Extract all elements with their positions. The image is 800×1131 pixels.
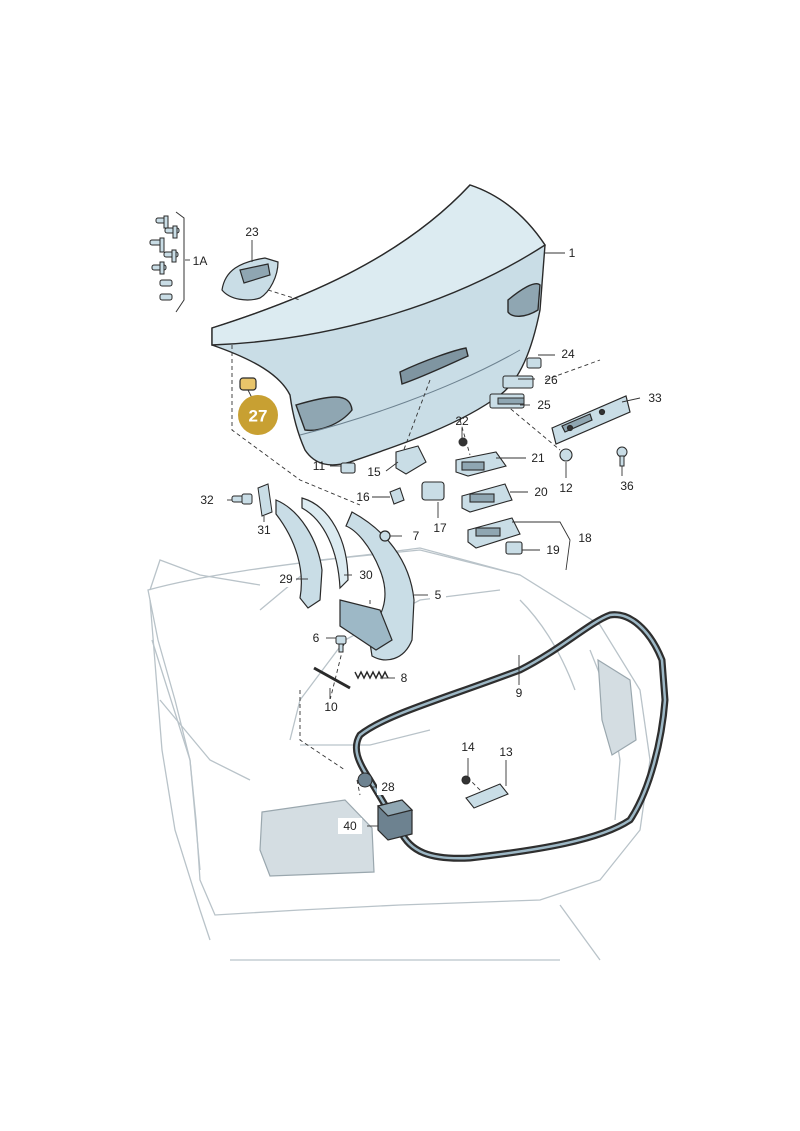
bolt-6 xyxy=(335,635,347,653)
label-part-16: 16 xyxy=(356,490,370,504)
label-part-28: 28 xyxy=(381,780,395,794)
tail-light-left xyxy=(259,799,375,877)
label-part-1a: 1A xyxy=(193,254,208,268)
bracket-31 xyxy=(257,483,273,517)
label-part-14: 14 xyxy=(461,740,475,754)
label-part-17: 17 xyxy=(433,521,447,535)
control-unit xyxy=(376,799,414,841)
label-part-15: 15 xyxy=(367,465,381,479)
label-part-1: 1 xyxy=(569,246,576,260)
label-part-12: 12 xyxy=(559,481,573,495)
label-part-22: 22 xyxy=(455,414,469,428)
lock-parts xyxy=(340,445,445,505)
label-box-9 xyxy=(511,685,527,701)
clip-27 xyxy=(239,377,257,391)
label-part-6: 6 xyxy=(313,631,320,645)
label-box-8 xyxy=(396,670,412,686)
bolt-set xyxy=(149,215,180,301)
label-part-30: 30 xyxy=(359,568,373,582)
label-part-36: 36 xyxy=(620,479,634,493)
label-box-40 xyxy=(338,818,362,834)
gas-strut xyxy=(313,666,351,690)
hinges xyxy=(275,497,415,661)
bracket-1a xyxy=(175,211,185,313)
label-box-6 xyxy=(310,630,326,646)
label-part-11: 11 xyxy=(313,459,326,473)
latch xyxy=(461,775,509,809)
label-part-9: 9 xyxy=(516,686,523,700)
buffer-28 xyxy=(357,772,373,788)
license-lamps xyxy=(455,451,523,555)
license-plate-bracket xyxy=(551,395,631,445)
label-part-21: 21 xyxy=(531,451,545,465)
label-part-27: 27 xyxy=(249,407,268,426)
label-box-5 xyxy=(430,587,446,603)
label-part-32: 32 xyxy=(200,493,214,507)
label-part-29: 29 xyxy=(279,572,293,586)
label-part-19: 19 xyxy=(546,543,560,557)
label-part-25: 25 xyxy=(537,398,551,412)
label-box-30 xyxy=(355,567,377,583)
label-part-24: 24 xyxy=(561,347,575,361)
bolt-32 xyxy=(231,493,253,505)
label-part-8: 8 xyxy=(401,671,408,685)
highlight-badge xyxy=(238,395,278,435)
nut-22 xyxy=(458,437,468,447)
callout-leaders xyxy=(185,240,641,827)
buffer-12 xyxy=(559,448,573,462)
label-part-31: 31 xyxy=(257,523,271,537)
spring xyxy=(354,670,389,680)
trunk-lid xyxy=(211,184,546,466)
handle-cover xyxy=(221,257,279,301)
label-part-5: 5 xyxy=(435,588,442,602)
label-box-28 xyxy=(377,779,399,795)
label-part-23: 23 xyxy=(245,225,259,239)
label-part-33: 33 xyxy=(648,391,662,405)
screw-36 xyxy=(616,446,628,467)
label-part-20: 20 xyxy=(534,485,548,499)
tail-light-right xyxy=(597,658,637,756)
label-part-18: 18 xyxy=(578,531,592,545)
trunk-seal xyxy=(352,611,669,862)
label-part-26: 26 xyxy=(544,373,558,387)
assembly-guide-lines xyxy=(231,289,601,801)
nut-7 xyxy=(379,530,391,542)
label-part-10: 10 xyxy=(324,700,338,714)
label-part-7: 7 xyxy=(413,529,420,543)
label-part-40: 40 xyxy=(343,819,357,833)
label-box-10 xyxy=(320,699,342,715)
label-box-29 xyxy=(276,571,296,587)
label-part-13: 13 xyxy=(499,745,513,759)
